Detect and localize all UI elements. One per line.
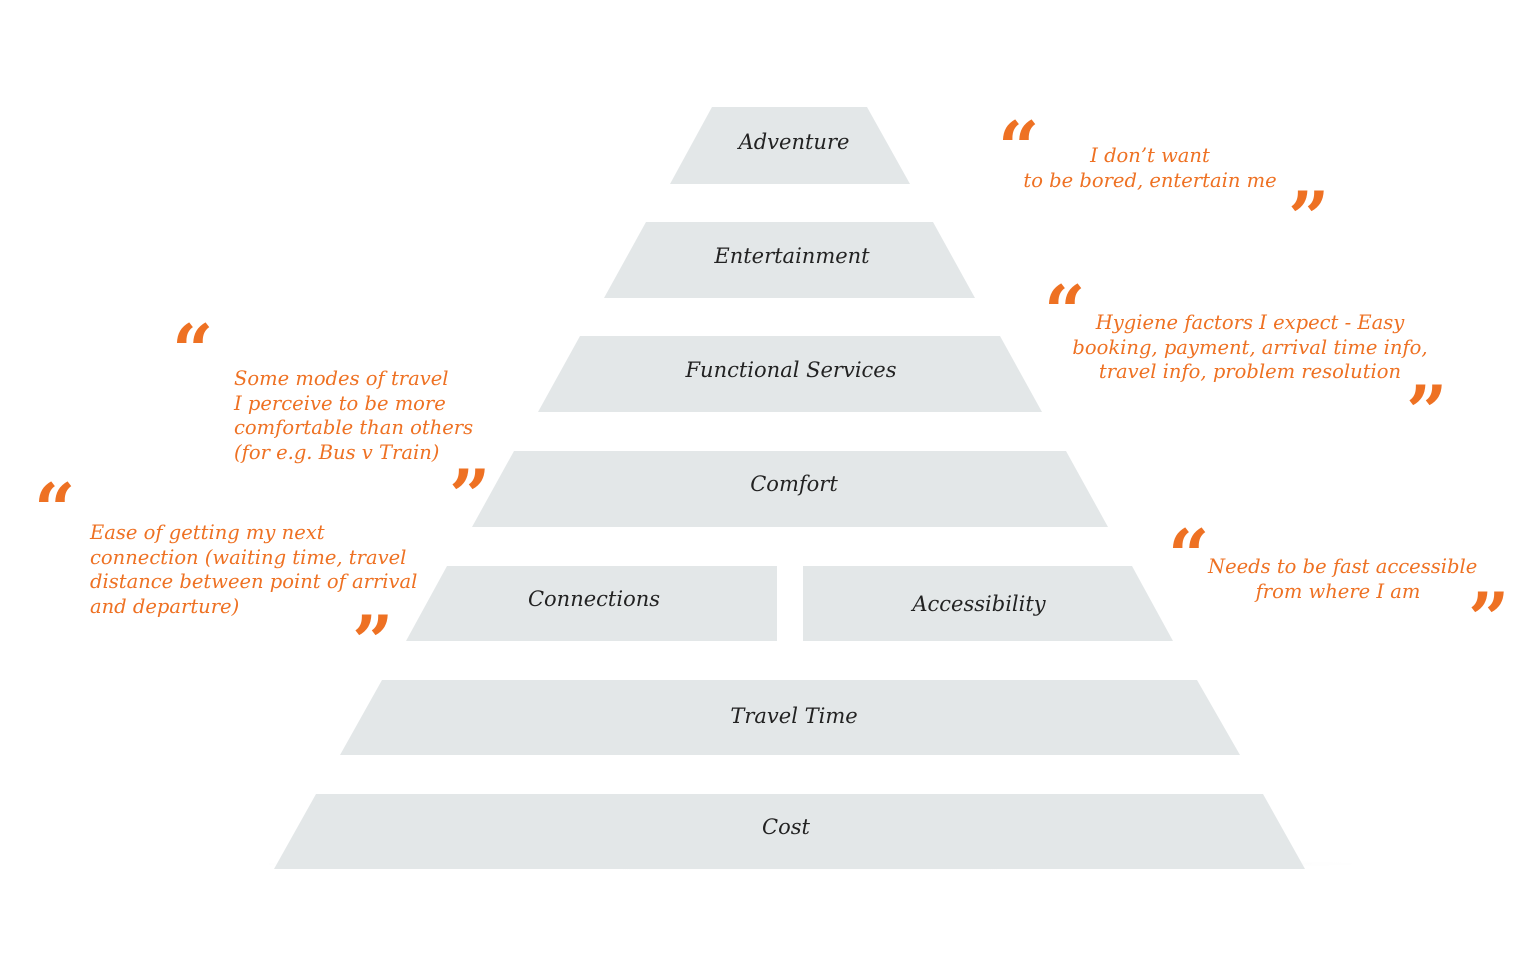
tier-entertainment-label: Entertainment: [713, 244, 870, 268]
quote-line: Some modes of travel: [234, 367, 449, 390]
quote-connections: Ease of getting my next connection (wait…: [90, 521, 417, 619]
tier-connections-shape: [406, 566, 777, 641]
quote-adventure: I don’t want to be bored, entertain me: [1020, 144, 1280, 193]
open-quote-icon: “: [1044, 269, 1086, 354]
tier-functional-services-shape: [538, 336, 1042, 412]
quote-line: connection (waiting time, travel: [90, 545, 407, 569]
quote-line: to be bored, entertain me: [1023, 168, 1277, 192]
tier-accessibility-shape: [803, 566, 1173, 641]
quote-line: Hygiene factors I expect - Easy: [1095, 311, 1405, 334]
open-quote-icon: “: [1168, 513, 1210, 598]
quote-line: (for e.g. Bus v Train): [234, 440, 440, 464]
tier-accessibility-label: Accessibility: [910, 592, 1046, 616]
quote-line: booking, payment, arrival time info,: [1072, 335, 1428, 359]
tier-comfort-shape: [472, 451, 1108, 527]
quote-functional-services: Hygiene factors I expect - Easy booking,…: [1070, 311, 1430, 385]
quote-line: distance between point of arrival: [90, 570, 418, 593]
close-quote-icon: ”: [352, 599, 394, 684]
close-quote-icon: ”: [1468, 576, 1510, 661]
tier-adventure-shape: [670, 107, 910, 184]
close-quote-icon: ”: [1288, 175, 1330, 260]
tier-cost-label: Cost: [762, 815, 810, 839]
tier-cost-shape: [274, 794, 1305, 869]
quote-line: I don’t want: [1090, 144, 1210, 167]
tier-adventure-label: Adventure: [737, 130, 850, 154]
quote-line: and departure): [90, 594, 240, 618]
quote-accessibility: Needs to be fast accessible from where I…: [1208, 555, 1478, 604]
open-quote-icon: “: [998, 105, 1040, 190]
tier-comfort-label: Comfort: [750, 472, 838, 496]
tier-travel-time-label: Travel Time: [730, 704, 857, 728]
quote-line: Needs to be fast accessible: [1208, 555, 1478, 578]
quote-comfort: Some modes of travel I perceive to be mo…: [234, 367, 473, 465]
tier-travel-time-shape: [340, 680, 1240, 755]
open-quote-icon: “: [172, 308, 214, 393]
close-quote-icon: ”: [1406, 369, 1448, 454]
tier-connections-label: Connections: [528, 587, 660, 611]
quote-line: comfortable than others: [234, 416, 474, 439]
open-quote-icon: “: [34, 467, 76, 552]
quote-line: from where I am: [1255, 579, 1421, 603]
quote-line: I perceive to be more: [234, 391, 446, 415]
quote-line: travel info, problem resolution: [1098, 360, 1402, 383]
close-quote-icon: ”: [449, 453, 491, 538]
tier-entertainment-shape: [604, 222, 975, 298]
tier-functional-services-label: Functional Services: [684, 358, 896, 382]
quote-line: Ease of getting my next: [90, 521, 325, 544]
